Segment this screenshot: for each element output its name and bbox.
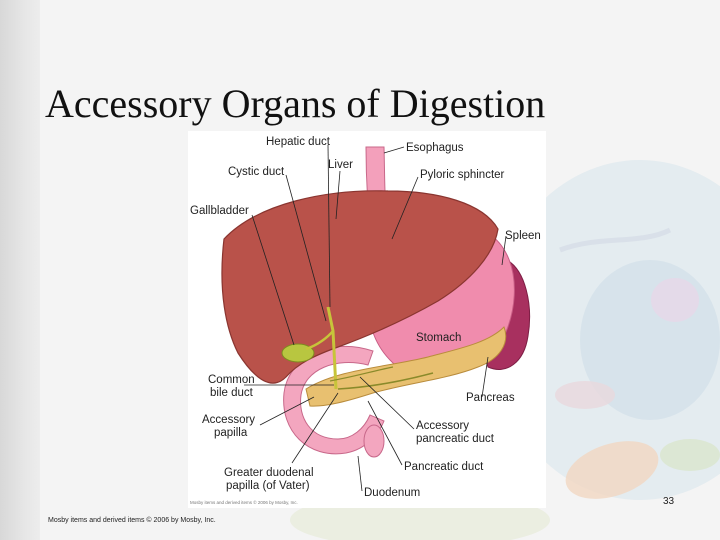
label-cystic-duct: Cystic duct	[228, 166, 285, 178]
label-liver: Liver	[328, 159, 353, 171]
label-accessory-pancreatic-duct-2: pancreatic duct	[416, 433, 495, 445]
label-stomach: Stomach	[416, 332, 461, 344]
label-greater-duodenal-papilla-1: Greater duodenal	[224, 467, 314, 479]
label-greater-duodenal-papilla-2: papilla (of Vater)	[226, 480, 310, 492]
anatomy-diagram: Hepatic duct Esophagus Cystic duct Liver…	[188, 131, 546, 508]
label-accessory-papilla-2: papilla	[214, 427, 248, 439]
label-pancreas: Pancreas	[466, 392, 515, 404]
label-common-bile-duct-1: Common	[208, 374, 255, 386]
footer-credit: Mosby items and derived items © 2006 by …	[48, 517, 216, 524]
label-common-bile-duct-2: bile duct	[210, 387, 254, 399]
label-pyloric-sphincter: Pyloric sphincter	[420, 169, 505, 181]
label-spleen: Spleen	[505, 230, 541, 242]
label-accessory-pancreatic-duct-1: Accessory	[416, 420, 469, 432]
label-duodenum: Duodenum	[364, 487, 420, 499]
figure-credit: Mosby items and derived items © 2006 by …	[190, 500, 298, 505]
label-esophagus: Esophagus	[406, 142, 464, 154]
label-gallbladder: Gallbladder	[190, 205, 249, 217]
label-pancreatic-duct: Pancreatic duct	[404, 461, 484, 473]
label-hepatic-duct: Hepatic duct	[266, 136, 331, 148]
slide-number: 33	[663, 496, 674, 507]
slide-title: Accessory Organs of Digestion	[45, 80, 545, 127]
digestive-organs-figure: Hepatic duct Esophagus Cystic duct Liver…	[188, 131, 546, 508]
label-accessory-papilla-1: Accessory	[202, 414, 255, 426]
